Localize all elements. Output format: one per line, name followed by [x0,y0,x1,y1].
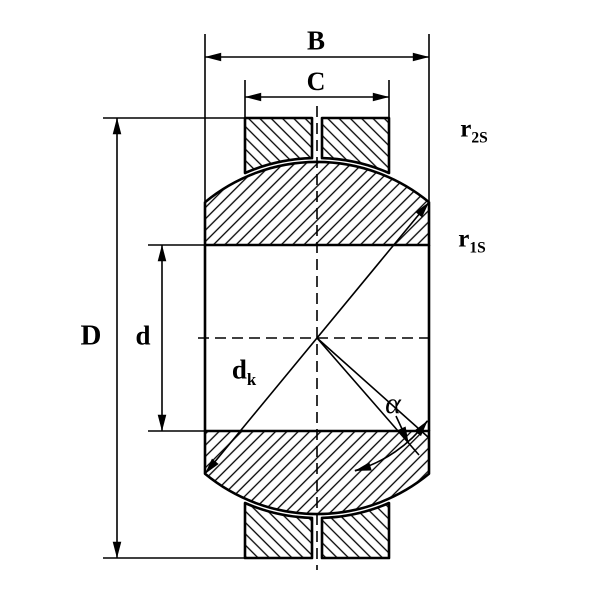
dim-label-r1s: r1S [458,225,485,256]
dim-label-dk: dk [231,354,256,388]
alpha-leader-arrow [395,415,410,444]
dim-label-r2s: r2S [460,115,487,146]
dk-subscript: k [246,369,257,389]
dimension-lines [112,52,430,559]
r2s-subscript: 2S [471,129,488,147]
outer-ring-section [243,116,391,560]
r2s-main-text: r [460,115,472,143]
angle-ray-1 [316,337,429,438]
dim-label-C: C [306,67,326,96]
r1s-main-text: r [458,225,470,253]
dk-main-text: d [231,354,247,385]
dim-label-d: d [135,320,151,351]
dim-label-D: D [80,319,102,352]
dim-label-alpha: α [385,387,401,420]
r1s-subscript: 1S [469,239,486,257]
angle-arc-arrow-2 [354,462,372,472]
misalignment-angle [316,337,429,472]
dim-label-B: B [306,25,326,56]
angle-arc-arrow-1 [414,420,429,437]
